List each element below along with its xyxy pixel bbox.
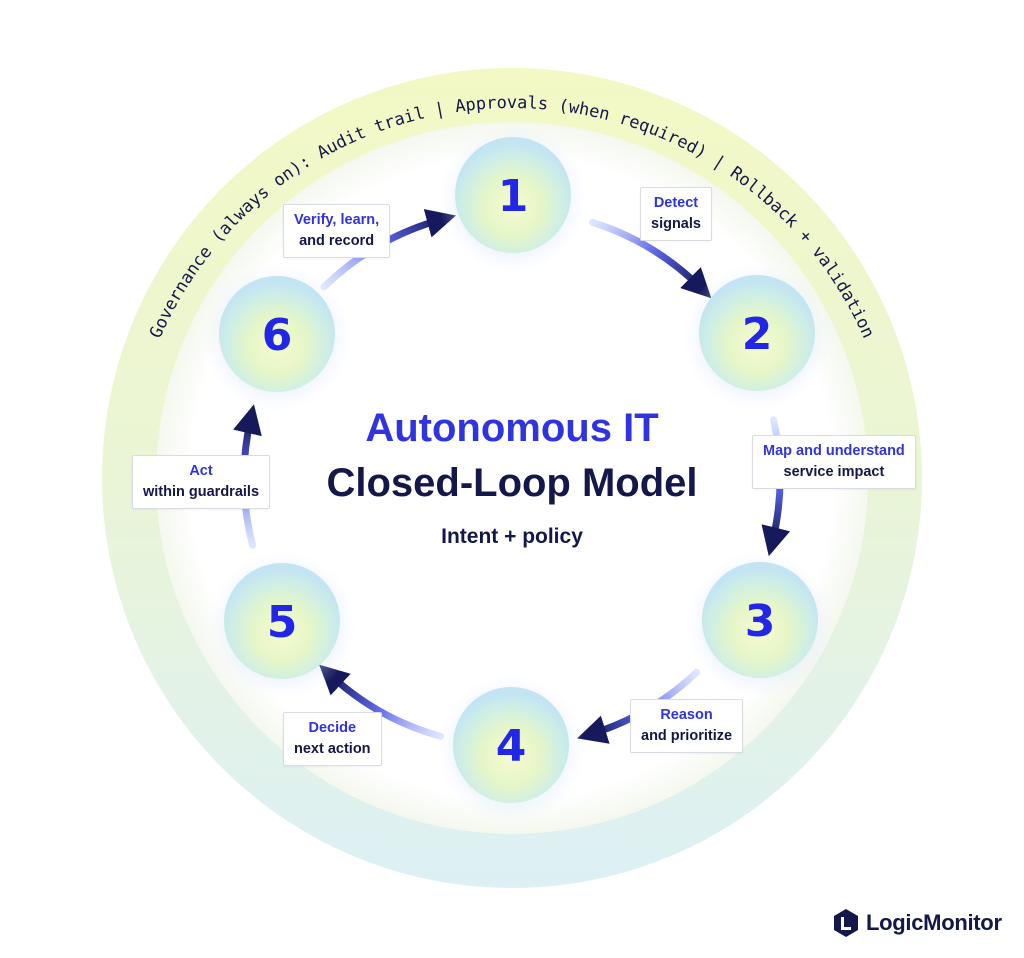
step-label-line1: Verify, learn,	[294, 212, 380, 228]
step-node-6: 6	[203, 264, 351, 412]
step-label-line1: Act	[189, 463, 213, 479]
brand-name: LogicMonitor	[866, 910, 1002, 935]
step-node-circle	[453, 687, 569, 803]
step-node-2: 2	[683, 263, 831, 411]
step-label-line2: and record	[299, 233, 375, 249]
diagram-title-line2: Closed-Loop Model	[326, 461, 697, 505]
step-node-circle	[224, 563, 340, 679]
step-number: 6	[262, 310, 293, 361]
step-label-map-service-impact: Map and understand service impact	[752, 435, 916, 489]
connector-arrow	[589, 218, 712, 299]
step-label-act-guardrails: Act within guardrails	[132, 455, 271, 509]
step-label-detect-signals: Detect signals	[640, 187, 712, 241]
step-label-line2: signals	[651, 216, 701, 232]
step-node-circle	[455, 137, 571, 253]
step-node-4: 4	[437, 675, 585, 823]
diagram-title-line1: Autonomous IT	[365, 406, 658, 450]
step-node-1: 1	[439, 125, 587, 273]
step-number: 3	[745, 596, 776, 647]
diagram-subtitle: Intent + policy	[441, 525, 583, 548]
logicmonitor-logo-icon	[834, 909, 858, 937]
logicmonitor-logo: LogicMonitor	[832, 906, 1002, 940]
step-label-line2: and prioritize	[641, 728, 733, 744]
step-number: 5	[267, 597, 298, 648]
step-label-line1: Reason	[660, 707, 713, 723]
step-label-line1: Detect	[653, 195, 699, 211]
step-node-circle	[702, 562, 818, 678]
step-node-circle	[219, 276, 335, 392]
step-number: 4	[496, 721, 527, 772]
step-node-circle	[699, 275, 815, 391]
step-label-verify-learn-record: Verify, learn, and record	[283, 204, 391, 258]
step-node-3: 3	[686, 550, 834, 698]
step-label-line1: Map and understand	[763, 443, 905, 459]
step-number: 1	[498, 171, 529, 222]
step-label-decide-next-action: Decide next action	[283, 712, 382, 766]
step-label-line2: next action	[294, 741, 371, 757]
step-label-line1: Decide	[308, 720, 357, 736]
step-label-line2: within guardrails	[143, 484, 260, 500]
step-number: 2	[742, 309, 773, 360]
step-label-reason-prioritize: Reason and prioritize	[630, 699, 744, 753]
step-node-5: 5	[208, 551, 356, 699]
step-label-line2: service impact	[783, 464, 885, 480]
